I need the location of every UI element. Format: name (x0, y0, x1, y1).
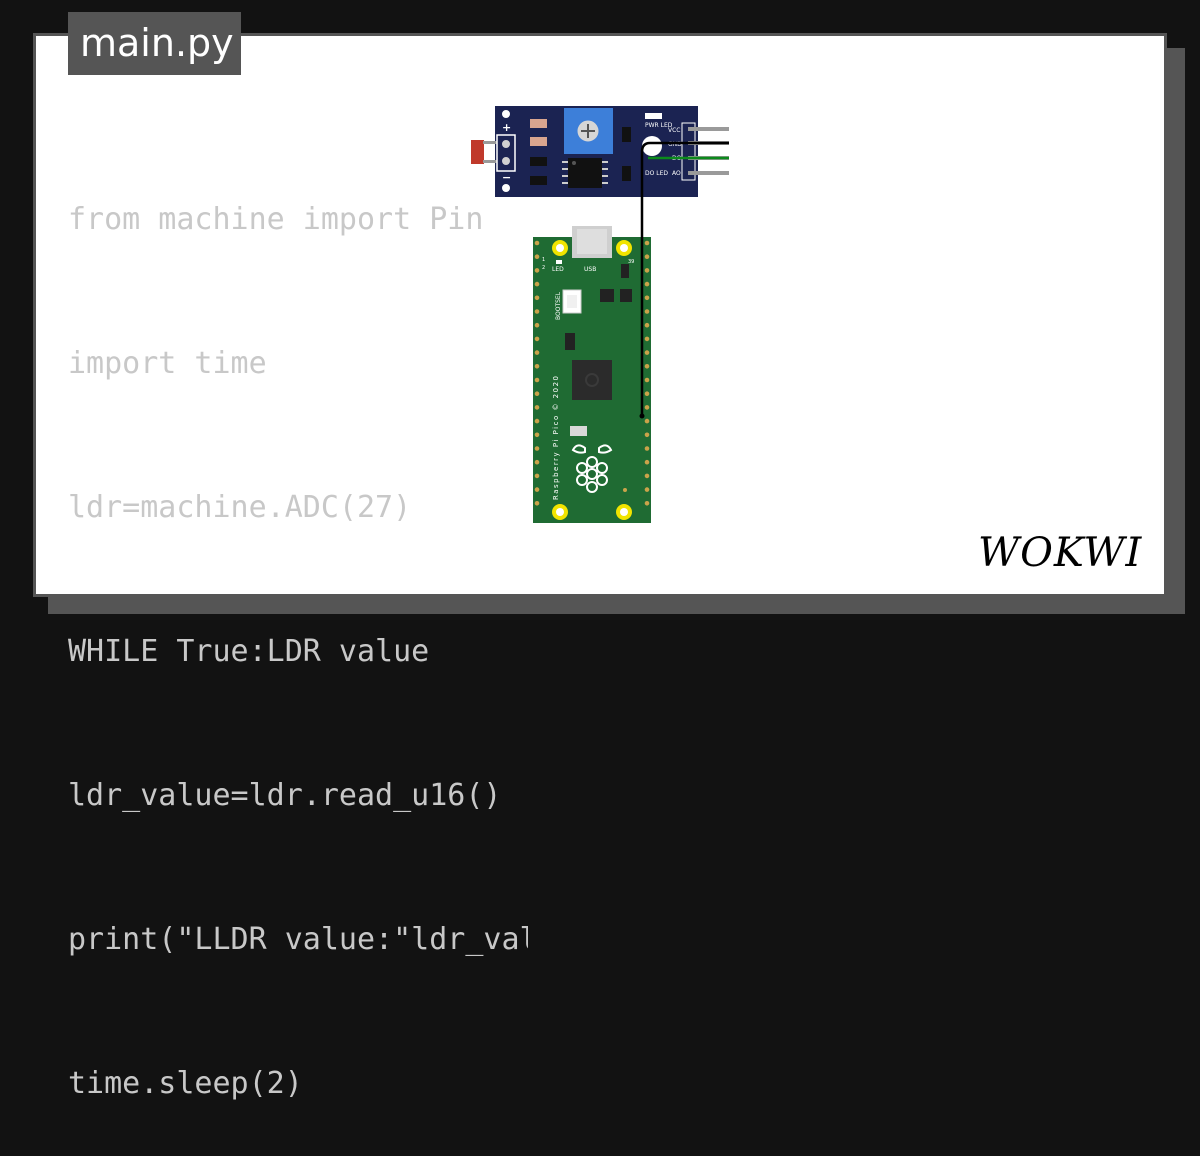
gpio-pin[interactable] (644, 418, 650, 424)
code-line: time.sleep(2) (68, 1066, 303, 1101)
mounting-hole (502, 184, 510, 192)
gpio-pin[interactable] (644, 432, 650, 438)
smd-component (622, 166, 631, 181)
gpio-pin[interactable] (534, 350, 540, 355)
header-pin[interactable] (688, 127, 729, 131)
ldr-sensor-module[interactable]: + − PWR LED D (471, 106, 729, 197)
header-pin[interactable] (688, 171, 729, 175)
photoresistor[interactable] (471, 140, 484, 164)
gpio-pin[interactable] (644, 487, 650, 492)
gpio-pin[interactable] (534, 501, 540, 506)
code-line: print("LLDR value:"ldr_value) (68, 922, 528, 957)
gpio-pin[interactable] (534, 377, 540, 383)
pin39-label: 39 (628, 259, 634, 265)
led-label: LED (552, 266, 564, 273)
gpio-pin[interactable] (534, 391, 540, 397)
do-led (642, 136, 662, 156)
gpio-pin[interactable] (644, 459, 650, 465)
gpio-pin[interactable] (644, 364, 650, 369)
do-led-label: DO LED (645, 170, 668, 177)
raspberry-pi-logo (571, 444, 613, 493)
filename-tab[interactable]: main.py (68, 12, 241, 75)
gpio-pin[interactable] (534, 309, 540, 314)
sensor-socket (496, 134, 516, 172)
gpio-pin[interactable] (534, 473, 540, 479)
gpio-pin[interactable] (534, 459, 540, 465)
gpio-pin[interactable] (534, 240, 540, 246)
wokwi-logo: WOKWI (978, 530, 1142, 574)
photoresistor-lead (483, 141, 497, 144)
gpio-pin[interactable] (644, 295, 650, 301)
pico-silkscreen: Raspberry Pi Pico © 2020 (552, 375, 560, 501)
smd-component (622, 127, 631, 142)
pin-label-vcc: VCC (668, 127, 680, 134)
gpio-pin[interactable] (534, 281, 540, 287)
wokwi-logo-text: WOKWI (978, 530, 1142, 574)
pin-header (681, 122, 696, 181)
gpio-pin[interactable] (644, 446, 650, 451)
pwr-led (645, 113, 662, 119)
gpio-pin[interactable] (534, 336, 540, 342)
raspberry-pi-pico[interactable]: USB LED 1 2 39 BOOTSEL Raspberry Pi Pico… (533, 226, 651, 523)
bootsel-label: BOOTSEL (555, 291, 562, 320)
gpio-pin[interactable] (644, 309, 650, 314)
pin-label-gnd: GND (668, 141, 682, 148)
minus-label: − (502, 171, 511, 184)
gpio-pin[interactable] (534, 254, 540, 259)
code-line: ldr_value=ldr.read_u16() (68, 778, 502, 813)
gpio-pin[interactable] (644, 268, 650, 273)
gpio-pin[interactable] (644, 377, 650, 383)
gpio-pin[interactable] (644, 254, 650, 259)
gpio-pin[interactable] (644, 501, 650, 506)
gpio-pin[interactable] (644, 240, 650, 246)
gpio-pin[interactable] (644, 281, 650, 287)
gpio-pin[interactable] (644, 391, 650, 397)
resistor (530, 119, 547, 128)
socket-pin (502, 157, 510, 165)
gpio-pin[interactable] (534, 487, 540, 492)
socket-pin (502, 140, 510, 148)
code-line: import time (68, 346, 267, 381)
mounting-hole (502, 110, 510, 118)
gpio-pin[interactable] (644, 322, 650, 328)
resistor (530, 137, 547, 146)
code-line: ldr=machine.ADC(27) (68, 490, 412, 525)
code-block: from machine import Pin import time ldr=… (68, 100, 528, 1156)
gpio-pin[interactable] (644, 350, 650, 355)
pin2-label: 2 (542, 265, 545, 271)
smd-component (530, 157, 547, 166)
gpio-pin[interactable] (644, 473, 650, 479)
gpio-pin[interactable] (534, 446, 540, 451)
gpio-pin[interactable] (534, 295, 540, 301)
pwr-led-label: PWR LED (645, 122, 673, 129)
gpio-pin[interactable] (534, 418, 540, 424)
plus-label: + (502, 121, 511, 134)
pico-pin-row (534, 240, 650, 506)
gpio-pin[interactable] (534, 364, 540, 369)
rp2040-chip (572, 360, 612, 400)
gpio-pin[interactable] (534, 405, 540, 410)
gpio-pin[interactable] (534, 322, 540, 328)
gpio-pin[interactable] (534, 432, 540, 438)
gpio-pin[interactable] (644, 336, 650, 342)
circuit-diagram: + − PWR LED D (471, 106, 729, 523)
gpio-pin[interactable] (534, 268, 540, 273)
gpio-pin[interactable] (644, 405, 650, 410)
pin-label-ao: AO (672, 170, 681, 177)
smd-component (530, 176, 547, 185)
photoresistor-lead (483, 160, 497, 163)
onboard-led (556, 260, 562, 264)
gnd-wire[interactable] (640, 141, 729, 418)
code-line: from machine import Pin (68, 202, 484, 237)
code-line: WHILE True:LDR value (68, 634, 430, 669)
usb-label: USB (584, 266, 596, 273)
pin1-label: 1 (542, 257, 545, 263)
